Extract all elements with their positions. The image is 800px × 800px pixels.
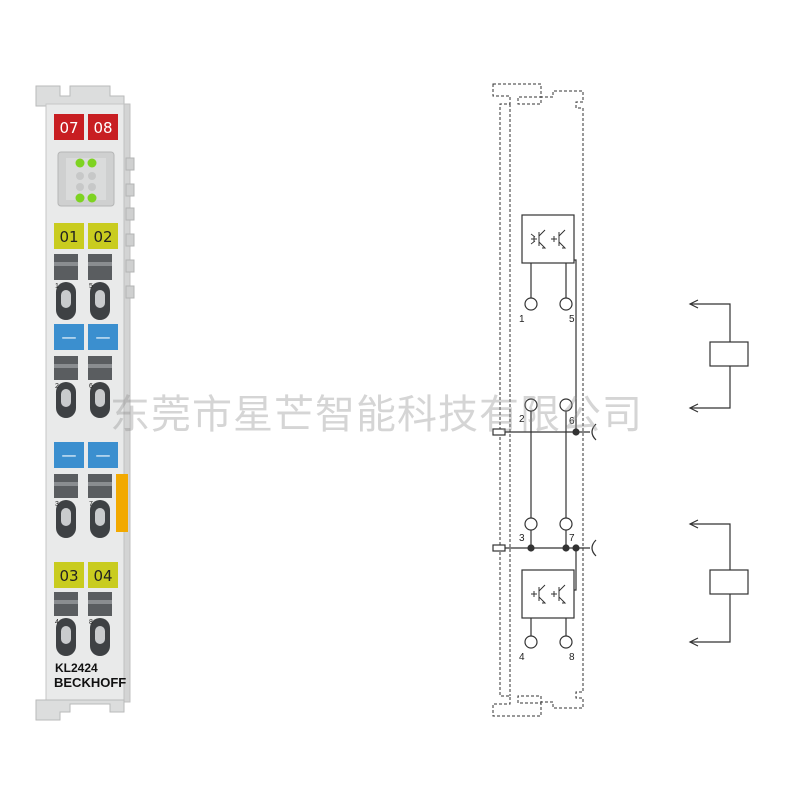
terminal-module: 07 08 01 02 — [35, 85, 135, 721]
label-03 — [54, 562, 84, 588]
blue-label-4: — — [96, 446, 111, 464]
model-name: KL2424 — [55, 661, 98, 675]
load-bottom — [688, 519, 749, 647]
contact-num-4: 4 — [55, 619, 59, 626]
led-2 — [87, 158, 97, 168]
label-07 — [54, 114, 84, 140]
blue-label-2: — — [96, 328, 111, 346]
contact-num-3: 3 — [55, 501, 59, 508]
watermark: 东莞市星芒智能科技有限公司 — [110, 392, 643, 438]
label-08 — [88, 114, 118, 140]
label-07-text: 07 — [59, 119, 78, 137]
blue-label-3: — — [62, 446, 77, 464]
contact-block-3: 3 7 — [54, 474, 112, 538]
label-08-text: 08 — [93, 119, 112, 137]
led-3 — [75, 193, 85, 203]
top-clip — [35, 85, 125, 107]
sch-pin-3: 3 — [519, 533, 525, 544]
brand-name: BECKHOFF — [54, 675, 126, 690]
led-4 — [87, 193, 97, 203]
contact-block-2: 2 6 — [54, 356, 112, 418]
label-row-top: 07 08 — [54, 114, 118, 140]
sch-pin-1: 1 — [519, 314, 525, 325]
sch-pin-8: 8 — [569, 652, 575, 663]
sch-pin-2: 2 — [519, 414, 525, 425]
label-01 — [54, 223, 84, 249]
label-02-text: 02 — [93, 228, 112, 246]
label-row-blue-1: — — — [54, 324, 118, 350]
blue-label-1: — — [62, 328, 77, 346]
contact-num-2: 2 — [55, 383, 59, 390]
load-top — [688, 299, 749, 413]
contact-num-1: 1 — [55, 283, 59, 290]
sch-pin-7: 7 — [569, 533, 575, 544]
label-04-text: 04 — [93, 567, 112, 585]
contact-num-7: 7 — [89, 501, 93, 508]
sch-pin-4: 4 — [519, 652, 525, 663]
label-02 — [88, 223, 118, 249]
contact-num-5: 5 — [89, 283, 93, 290]
schematic-pin-numbers: 1 5 2 6 3 7 4 8 — [519, 314, 575, 663]
contact-num-8: 8 — [89, 619, 93, 626]
orange-tab — [116, 474, 128, 532]
optocoupler-bottom — [521, 569, 575, 619]
label-03-text: 03 — [59, 567, 78, 585]
contact-block-1: 1 5 — [54, 254, 112, 320]
label-row-03-04: 03 04 — [54, 562, 118, 588]
led-1 — [75, 158, 85, 168]
label-01-text: 01 — [59, 228, 78, 246]
contact-block-4: 4 8 — [54, 592, 112, 656]
contact-num-6: 6 — [89, 383, 93, 390]
optocoupler-top — [521, 214, 575, 264]
sch-pin-5: 5 — [569, 314, 575, 325]
side-contacts — [125, 157, 135, 299]
schematic — [492, 83, 597, 717]
led-window — [57, 151, 115, 207]
label-row-01-02: 01 02 — [54, 223, 118, 249]
label-04 — [88, 562, 118, 588]
bottom-clip — [35, 699, 125, 721]
label-row-blue-2: — — — [54, 442, 118, 468]
schematic-outline — [492, 83, 584, 717]
sch-pin-6: 6 — [569, 416, 575, 427]
